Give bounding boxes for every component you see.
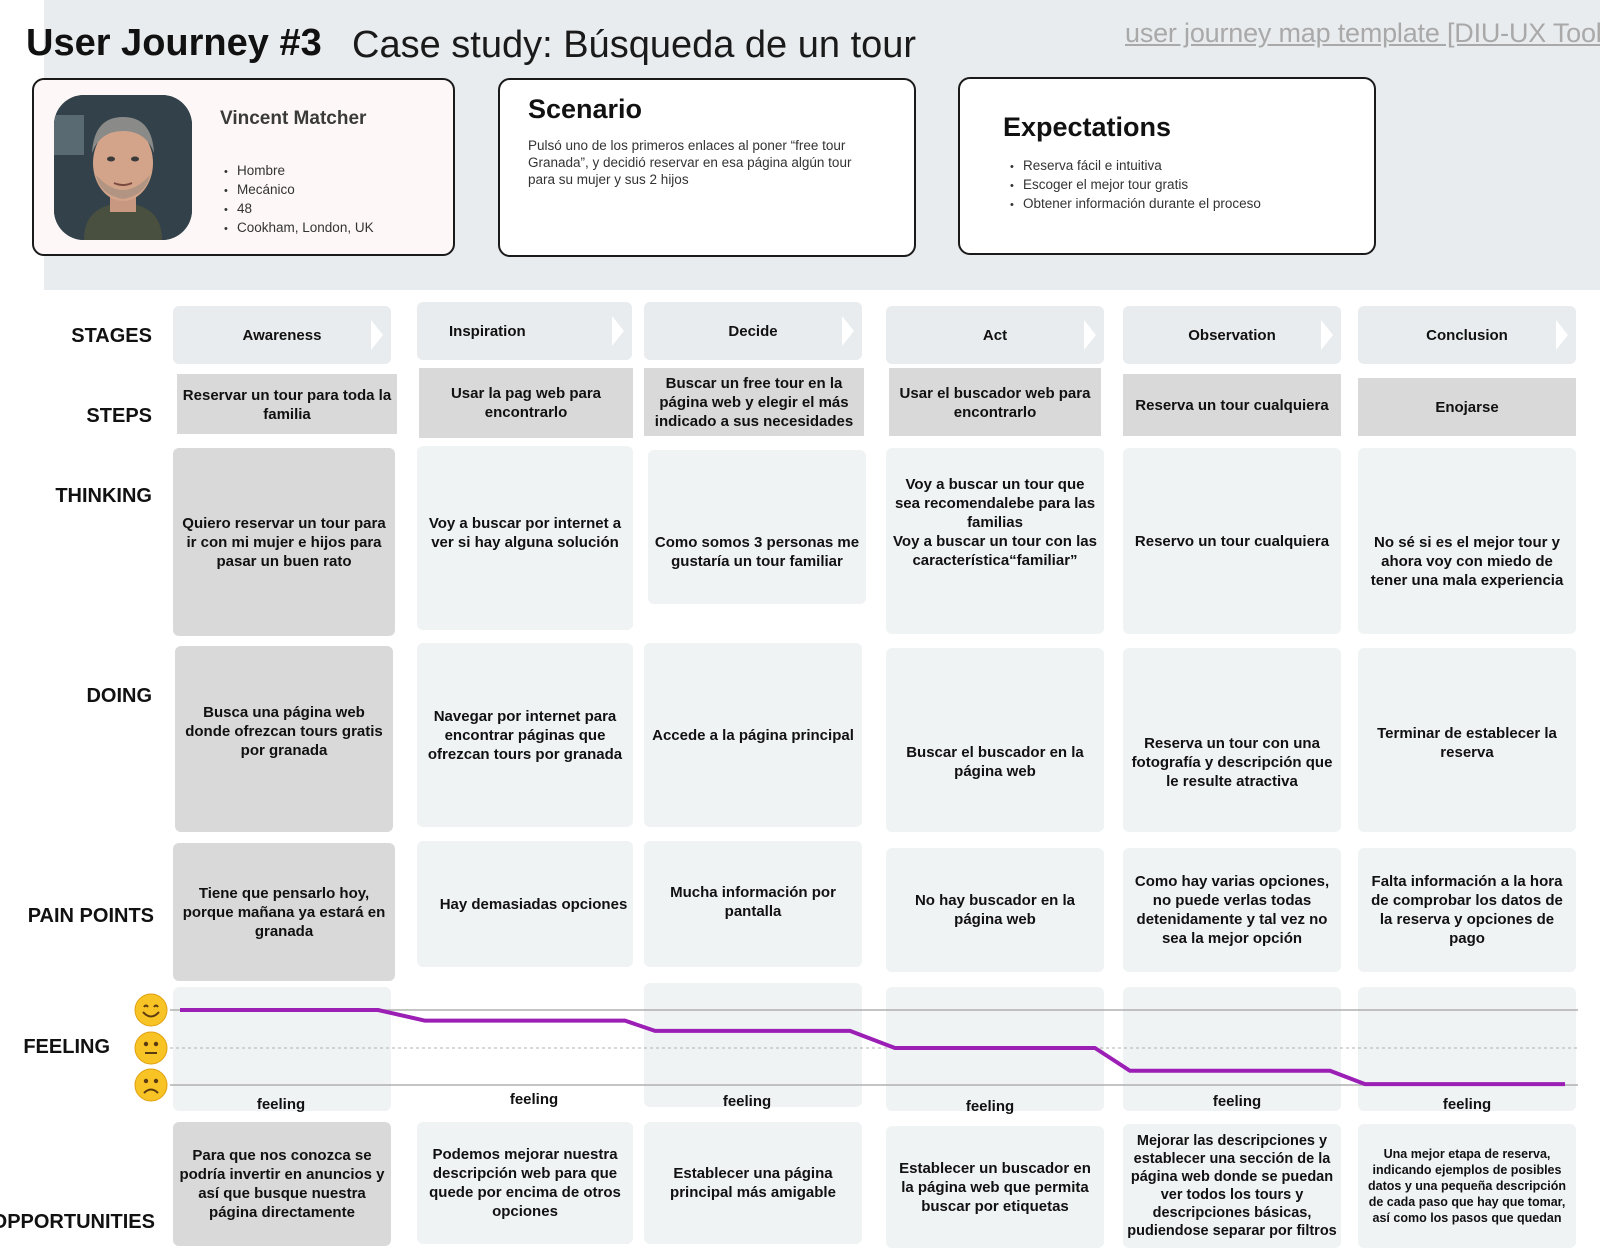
feeling-chart [170,1008,1578,1087]
doing-observation: Reserva un tour con una fotografía y des… [1123,648,1341,832]
thinking-inspiration: Voy a buscar por internet a ver si hay a… [417,446,633,630]
row-label-doing: DOING [86,685,152,707]
row-label-opportunities: OPPORTUNITIES [0,1211,155,1233]
expectations-list: Reserva fácil e intuitiva Escoger el mej… [1010,157,1261,214]
step-decide: Buscar un free tour en la página web y e… [644,368,864,436]
feeling-cell-observation [1123,987,1341,1111]
row-label-stages: STAGES [71,325,152,347]
neutral-face-icon [134,1031,168,1065]
row-label-pain-points: PAIN POINTS [27,905,154,927]
stage-inspiration: Inspiration [417,302,632,360]
feeling-cell-awareness [173,987,391,1111]
scenario-title: Scenario [528,94,643,124]
row-label-thinking: THINKING [55,485,152,507]
expectations-card: Expectations Reserva fácil e intuitiva E… [958,77,1376,255]
persona-details: Hombre Mecánico 48 Cookham, London, UK [224,162,374,238]
chevron-right-icon [1556,320,1568,350]
chevron-right-icon [1321,320,1333,350]
chevron-right-icon [842,316,854,346]
persona-detail: Mecánico [224,181,374,200]
thinking-awareness: Quiero reservar un tour para ir con mi m… [173,448,395,636]
expectation-item: Escoger el mejor tour gratis [1010,176,1261,195]
step-conclusion: Enojarse [1358,378,1576,436]
feeling-line [180,1008,1565,1087]
stage-awareness: Awareness [173,306,391,364]
feeling-label: feeling [722,1093,772,1110]
persona-detail: Cookham, London, UK [224,219,374,238]
opportunity-decide: Establecer una página principal más amig… [644,1122,862,1244]
stage-conclusion: Conclusion [1358,306,1576,364]
opportunity-observation: Mejorar las descripciones y establecer u… [1123,1124,1341,1248]
scenario-card: Scenario Pulsó uno de los primeros enlac… [498,78,916,257]
persona-photo [54,95,192,240]
doing-awareness: Busca una página web donde ofrezcan tour… [175,646,393,832]
step-act: Usar el buscador web para encontrarlo [889,368,1101,436]
doing-decide: Accede a la página principal [644,643,862,827]
expectation-item: Reserva fácil e intuitiva [1010,157,1261,176]
expectations-title: Expectations [1003,112,1172,142]
chevron-right-icon [612,316,624,346]
thinking-decide: Como somos 3 personas me gustaría un tou… [648,450,866,604]
feeling-cell-conclusion [1358,987,1576,1111]
opportunity-act: Establecer un buscador en la página web … [886,1126,1104,1248]
step-observation: Reserva un tour cualquiera [1123,374,1341,436]
feeling-label: feeling [256,1096,306,1113]
opportunity-awareness: Para que nos conozca se podría invertir … [173,1122,391,1246]
feeling-label: feeling [1212,1093,1262,1110]
row-label-steps: STEPS [86,405,152,427]
persona-card: Vincent Matcher Hombre Mecánico 48 Cookh… [32,78,455,256]
persona-detail: Hombre [224,162,374,181]
scenario-text: Pulsó uno de los primeros enlaces al pon… [528,138,852,187]
stage-label: Conclusion [1426,326,1508,344]
frowning-face-icon [134,1068,168,1102]
doing-conclusion: Terminar de establecer la reserva [1358,648,1576,832]
feeling-label: feeling [509,1091,559,1108]
feeling-label: feeling [965,1098,1015,1115]
stage-label: Decide [728,322,778,340]
feeling-label: feeling [1442,1096,1492,1113]
pain-point-inspiration: Hay demasiadas opciones [417,841,633,967]
smiling-face-icon [134,993,168,1027]
opportunity-inspiration: Podemos mejorar nuestra descripción web … [417,1122,633,1244]
pain-point-act: No hay buscador en la página web [886,848,1104,972]
feeling-cell-decide [644,983,862,1107]
stage-label: Inspiration [449,322,526,340]
opportunity-conclusion: Una mejor etapa de reserva, indicando ej… [1358,1124,1576,1248]
stage-label: Act [982,326,1008,344]
persona-name: Vincent Matcher [220,108,367,129]
stage-decide: Decide [644,302,862,360]
page-title: User Journey #3 [26,22,322,64]
thinking-observation: Reservo un tour cualquiera [1123,448,1341,634]
stage-label: Awareness [242,326,322,344]
stage-observation: Observation [1123,306,1341,364]
stage-label: Observation [1188,326,1276,344]
thinking-act: Voy a buscar un tour que sea recomendale… [886,448,1104,634]
row-label-feeling: FEELING [23,1036,110,1058]
step-awareness: Reservar un tour para toda la familia [177,374,397,434]
pain-point-conclusion: Falta información a la hora de comprobar… [1358,848,1576,972]
thinking-conclusion: No sé si es el mejor tour y ahora voy co… [1358,448,1576,634]
toolkit-link[interactable]: user journey map template [DIU-UX Toolki… [1125,18,1600,48]
persona-detail: 48 [224,200,374,219]
pain-point-decide: Mucha información por pantalla [644,841,862,967]
pain-point-observation: Como hay varias opciones, no puede verla… [1123,848,1341,972]
expectation-item: Obtener información durante el proceso [1010,195,1261,214]
doing-act: Buscar el buscador en la página web [886,648,1104,832]
page-subtitle: Case study: Búsqueda de un tour [352,24,917,66]
chevron-right-icon [1084,320,1096,350]
pain-point-awareness: Tiene que pensarlo hoy, porque mañana ya… [173,843,395,981]
chevron-right-icon [371,320,383,350]
doing-inspiration: Navegar por internet para encontrar pági… [417,643,633,827]
step-inspiration: Usar la pag web para encontrarlo [419,368,633,438]
stage-act: Act [886,306,1104,364]
